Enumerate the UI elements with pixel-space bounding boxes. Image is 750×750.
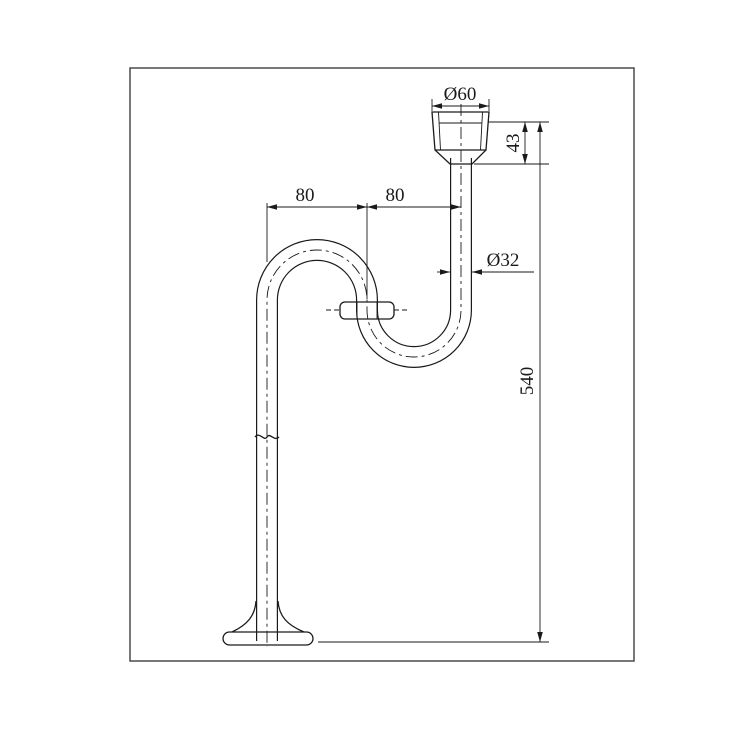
trap-pipe-body xyxy=(256,158,472,641)
slip-joint-break xyxy=(254,434,280,440)
dimension-overall-height: 540 xyxy=(318,122,549,643)
floor-flange xyxy=(222,600,314,646)
label-pipe-diameter: Ø32 xyxy=(487,250,520,271)
dimension-pipe-diameter: Ø32 xyxy=(437,250,534,275)
label-span-right: 80 xyxy=(386,185,405,206)
label-overall-height: 540 xyxy=(517,367,538,396)
drawing-border xyxy=(129,67,635,662)
label-inlet-height: 43 xyxy=(503,134,524,153)
dimension-inlet-height: 43 xyxy=(474,121,549,165)
dimension-spans: 80 80 xyxy=(266,185,461,299)
pipe-centerline xyxy=(266,104,462,647)
inlet-cup xyxy=(431,111,490,165)
dimension-top-diameter: Ø60 xyxy=(431,84,490,111)
union-nut xyxy=(326,301,408,320)
label-top-diameter: Ø60 xyxy=(444,84,477,105)
label-span-left: 80 xyxy=(296,185,315,206)
